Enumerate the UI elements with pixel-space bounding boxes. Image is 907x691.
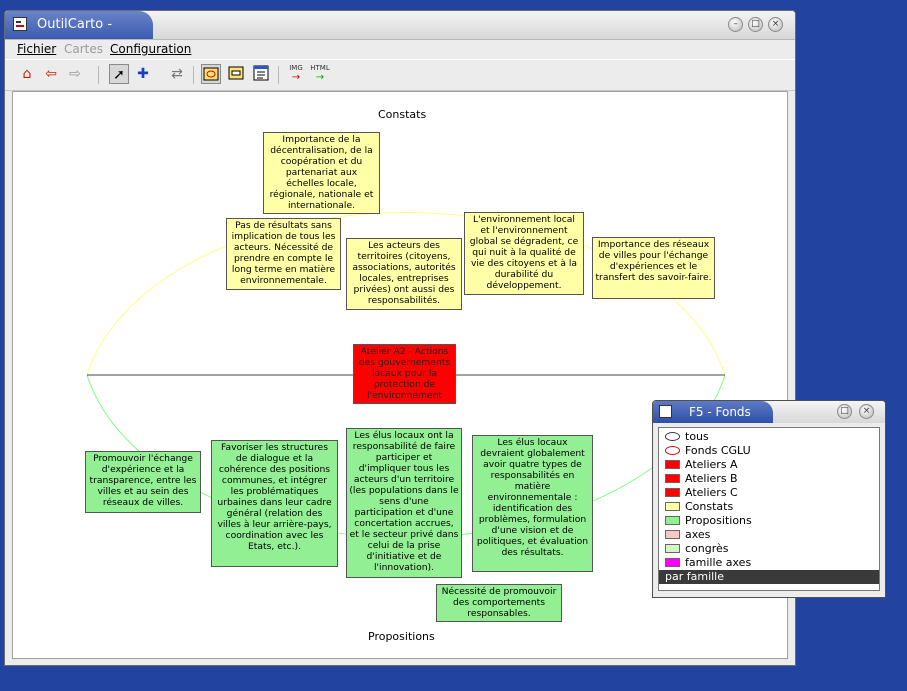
constat-note[interactable]: Importance des réseaux de villes pour l'…: [592, 237, 715, 299]
menu-bar: Fichier Cartes Configuration: [5, 40, 795, 58]
constat-note[interactable]: Importance de la décentralisation, de la…: [263, 132, 380, 214]
color-swatch: [665, 530, 680, 539]
constat-note[interactable]: Les acteurs des territoires (citoyens, a…: [346, 238, 462, 310]
f5-fonds-window: F5 - Fonds □ × tousFonds CGLUAteliers AA…: [652, 400, 886, 598]
app-icon: [659, 405, 672, 418]
color-swatch: [665, 502, 680, 511]
title-tab: OutilCarto -: [5, 11, 153, 39]
forward-arrow-icon[interactable]: ⇨: [65, 64, 85, 84]
f5-title-bar[interactable]: F5 - Fonds □ ×: [653, 401, 885, 423]
proposition-note[interactable]: Nécessité de promouvoir des comportement…: [436, 584, 562, 622]
menu-cartes[interactable]: Cartes: [64, 42, 103, 56]
layer-item[interactable]: par famille: [659, 570, 879, 584]
export-image-label: IMG: [289, 64, 303, 72]
maximize-button[interactable]: □: [748, 17, 763, 32]
menu-configuration[interactable]: Configuration: [110, 42, 191, 56]
export-image-button[interactable]: IMG→: [285, 64, 307, 84]
color-swatch: [665, 460, 680, 469]
home-icon[interactable]: ⌂: [17, 64, 37, 84]
visibility-eye-icon[interactable]: [665, 446, 680, 455]
color-swatch: [665, 474, 680, 483]
layer-item-label: Ateliers B: [685, 472, 738, 486]
layer-item-label: famille axes: [685, 556, 751, 570]
layer-item-label: congrès: [685, 542, 729, 556]
layer-item[interactable]: axes: [659, 528, 879, 542]
minimize-button[interactable]: –: [728, 17, 743, 32]
title-bar[interactable]: OutilCarto - – □ ×: [5, 11, 795, 40]
proposition-note[interactable]: Les élus locaux ont la responsabilité de…: [346, 428, 462, 578]
layer-item-label: Propositions: [685, 514, 752, 528]
f5-close-button[interactable]: ×: [859, 404, 874, 419]
layer-item-label: Ateliers A: [685, 458, 738, 472]
visibility-eye-icon[interactable]: [665, 432, 680, 441]
select-pointer-icon[interactable]: ➚: [109, 64, 129, 84]
back-arrow-icon[interactable]: ⇦: [41, 64, 61, 84]
view-background-icon[interactable]: [201, 64, 221, 84]
layer-item[interactable]: famille axes: [659, 556, 879, 570]
toolbar-separator: [98, 66, 99, 84]
toolbar-separator: [193, 66, 194, 84]
f5-title: F5 - Fonds: [689, 401, 751, 423]
export-html-label: HTML: [310, 64, 329, 72]
swap-icon[interactable]: ⇄: [167, 64, 187, 84]
close-button[interactable]: ×: [768, 17, 783, 32]
layer-list[interactable]: tousFonds CGLUAteliers AAteliers BAtelie…: [658, 427, 880, 591]
f5-maximize-button[interactable]: □: [837, 404, 852, 419]
constats-label: Constats: [378, 108, 426, 121]
layer-item[interactable]: Ateliers B: [659, 472, 879, 486]
layer-item[interactable]: Ateliers C: [659, 486, 879, 500]
proposition-note[interactable]: Favoriser les structures de dialogue et …: [211, 440, 338, 567]
layer-item-label: tous: [685, 430, 709, 444]
app-icon: [13, 17, 27, 31]
center-workshop-note[interactable]: Atelier A2 - Actions des gouvernements l…: [353, 344, 456, 404]
layer-item[interactable]: Constats: [659, 500, 879, 514]
layer-item-label: Ateliers C: [685, 486, 738, 500]
f5-title-tab: F5 - Fonds: [653, 401, 773, 423]
layer-item[interactable]: Ateliers A: [659, 458, 879, 472]
view-list-icon[interactable]: [251, 64, 271, 84]
layer-item[interactable]: Propositions: [659, 514, 879, 528]
layer-item-label: Constats: [685, 500, 733, 514]
export-html-button[interactable]: HTML→: [309, 64, 331, 84]
color-swatch: [665, 558, 680, 567]
toolbar-separator: [278, 66, 279, 84]
layer-item-label: axes: [685, 528, 710, 542]
window-title: OutilCarto -: [37, 11, 112, 39]
constat-note[interactable]: Pas de résultats sans implication de tou…: [226, 218, 341, 290]
layer-item-label: par famille: [665, 570, 724, 584]
toolbar: ⌂ ⇦ ⇨ ➚ ✚ ⇄ IMG→ HTML→: [5, 59, 795, 91]
proposition-note[interactable]: Les élus locaux devraient globalement av…: [472, 435, 593, 572]
color-swatch: [665, 544, 680, 553]
propositions-label: Propositions: [368, 630, 435, 643]
color-swatch: [665, 516, 680, 525]
color-swatch: [665, 488, 680, 497]
layer-item[interactable]: congrès: [659, 542, 879, 556]
menu-fichier[interactable]: Fichier: [17, 42, 56, 56]
layer-item[interactable]: Fonds CGLU: [659, 444, 879, 458]
constat-note[interactable]: L'environnement local et l'environnement…: [464, 212, 584, 295]
add-node-icon[interactable]: ✚: [133, 64, 153, 84]
view-notes-icon[interactable]: [226, 64, 246, 84]
proposition-note[interactable]: Promouvoir l'échange d'expérience et la …: [85, 451, 201, 513]
layer-item[interactable]: tous: [659, 430, 879, 444]
layer-item-label: Fonds CGLU: [685, 444, 751, 458]
